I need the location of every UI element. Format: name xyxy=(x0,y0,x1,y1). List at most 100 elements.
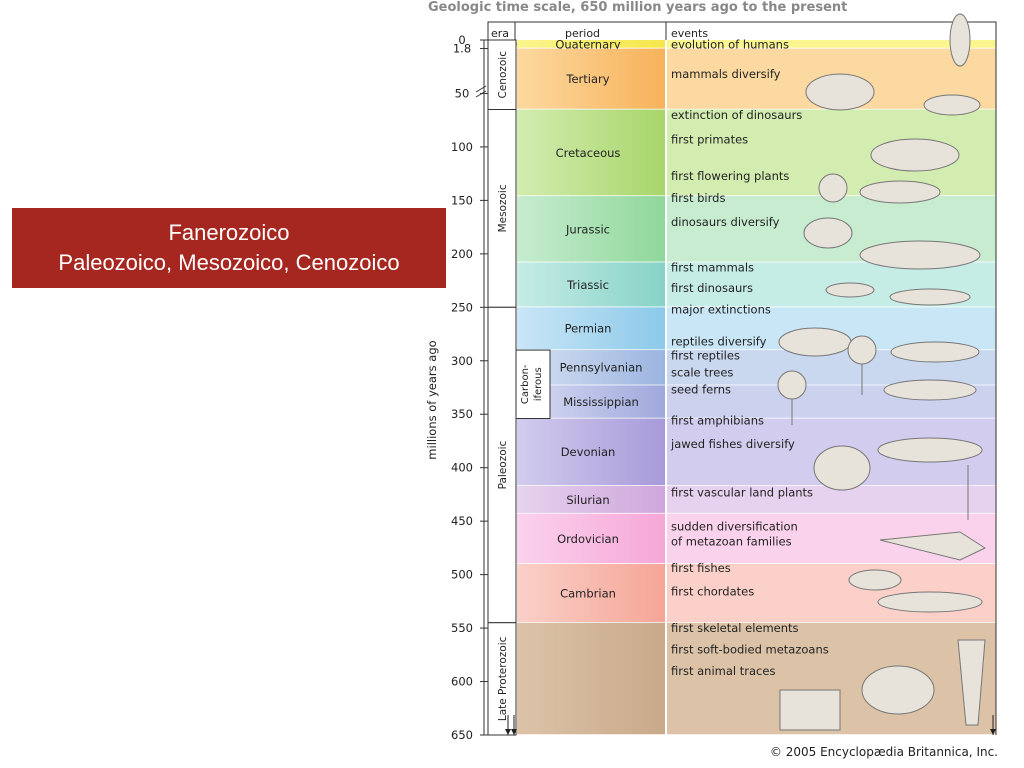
period-label: Tertiary xyxy=(565,72,609,86)
event-label: first animal traces xyxy=(671,664,775,678)
y-tick-label: 450 xyxy=(451,514,473,528)
subgroup-label: iferous xyxy=(533,367,544,401)
period-label: Pennsylvanian xyxy=(560,361,643,375)
dinosaur-illustration-icon xyxy=(889,288,971,306)
era-cell xyxy=(487,109,517,308)
period-label: Silurian xyxy=(566,493,609,507)
period-band xyxy=(517,418,666,486)
period-band xyxy=(517,307,666,351)
mammal-illustration-icon xyxy=(825,282,875,298)
y-tick-label: 300 xyxy=(451,354,473,368)
mammal-illustration-icon xyxy=(805,73,875,111)
event-label: first primates xyxy=(671,132,748,146)
y-tick-label: 100 xyxy=(451,140,473,154)
period-label: Permian xyxy=(565,322,612,336)
y-tick-label: 500 xyxy=(451,568,473,582)
y-tick-label: 400 xyxy=(451,461,473,475)
soft-bodied-fossil-icon xyxy=(861,665,935,715)
event-label: first reptiles xyxy=(671,348,740,362)
bird-illustration-icon xyxy=(803,217,853,249)
era-label: Late Proterozoic xyxy=(497,636,509,721)
period-band xyxy=(517,40,666,49)
event-label: first flowering plants xyxy=(671,169,789,183)
y-axis-label: millions of years ago xyxy=(425,340,439,459)
copyright-notice: © 2005 Encyclopædia Britannica, Inc. xyxy=(770,745,998,759)
skeletal-fossil-icon xyxy=(957,639,986,726)
period-band xyxy=(517,513,666,564)
period-band xyxy=(550,385,666,419)
event-label: first chordates xyxy=(671,585,754,599)
sauropod-illustration-icon xyxy=(859,240,981,270)
header-events: events xyxy=(671,27,708,40)
period-label: Ordovician xyxy=(557,532,619,546)
era-cell xyxy=(487,622,517,736)
event-label: first soft-bodied metazoans xyxy=(671,642,829,656)
era-cell xyxy=(487,306,517,624)
seed-fern-icon xyxy=(777,370,807,400)
arrow-head-icon xyxy=(990,729,996,735)
nautiloid-illustration-icon xyxy=(879,531,987,561)
event-label: of metazoan families xyxy=(671,534,792,548)
era-cell xyxy=(487,39,517,110)
y-tick-label: 650 xyxy=(451,728,473,742)
flowering-plant-icon xyxy=(818,173,848,203)
subgroup-cell xyxy=(515,349,551,420)
period-band xyxy=(517,196,666,263)
event-label: reptiles diversify xyxy=(671,335,767,349)
event-label: dinosaurs diversify xyxy=(671,215,780,229)
reptile-illustration-icon xyxy=(890,341,980,363)
period-label: Cambrian xyxy=(560,586,616,600)
event-label: scale trees xyxy=(671,366,733,380)
period-band xyxy=(517,262,666,308)
event-label: first fishes xyxy=(671,561,731,575)
amphibian-illustration-icon xyxy=(877,437,983,463)
fish-illustration-icon xyxy=(813,445,871,491)
event-label: major extinctions xyxy=(671,302,771,316)
trace-fossil-icon xyxy=(779,689,841,731)
triceratops-illustration-icon xyxy=(870,138,960,172)
period-band xyxy=(550,350,666,386)
era-label: Cenozoic xyxy=(497,51,509,99)
subgroup-label: Carbon- xyxy=(520,364,531,404)
events-band xyxy=(666,40,996,49)
event-label: evolution of humans xyxy=(671,37,789,51)
fish-illustration-icon xyxy=(848,569,902,591)
arrow-head-icon xyxy=(505,729,511,735)
period-label: Jurassic xyxy=(565,222,610,236)
chart-title: Geologic time scale, 650 million years a… xyxy=(428,0,847,15)
y-tick-label: 150 xyxy=(451,193,473,207)
era-label: Mesozoic xyxy=(497,184,509,232)
era-label: Paleozoic xyxy=(497,440,509,489)
mammal-illustration-icon xyxy=(923,94,981,116)
event-label: extinction of dinosaurs xyxy=(671,108,802,122)
y-tick-label: 50 xyxy=(455,86,470,100)
y-tick-label: 1.8 xyxy=(453,42,471,56)
events-band xyxy=(666,485,996,514)
y-tick-label: 550 xyxy=(451,621,473,635)
event-label: first amphibians xyxy=(671,414,764,428)
reptile-illustration-icon xyxy=(883,379,977,401)
slide-title-box: Fanerozoico Paleozoico, Mesozoico, Cenoz… xyxy=(12,208,446,288)
y-tick-label: 350 xyxy=(451,407,473,421)
y-tick-label: 600 xyxy=(451,675,473,689)
event-label: first dinosaurs xyxy=(671,281,753,295)
event-label: first mammals xyxy=(671,261,754,275)
y-tick-label: 0 xyxy=(458,33,465,47)
primate-illustration-icon xyxy=(859,180,941,204)
header-period: period xyxy=(565,27,600,40)
slide-title-line1: Fanerozoico xyxy=(168,220,290,245)
chordate-illustration-icon xyxy=(877,591,983,613)
human-figure-icon xyxy=(949,13,971,67)
period-band xyxy=(517,48,666,110)
event-label: first vascular land plants xyxy=(671,485,813,499)
period-label: Devonian xyxy=(561,445,616,459)
period-label: Triassic xyxy=(566,278,609,292)
axis-break-icon xyxy=(475,85,487,98)
event-label: jawed fishes diversify xyxy=(670,437,795,451)
arrow-head-icon xyxy=(511,729,517,735)
y-tick-label: 200 xyxy=(451,247,473,261)
period-label: Quaternary xyxy=(555,37,621,51)
period-label: Cretaceous xyxy=(556,146,621,160)
period-label: Mississippian xyxy=(563,395,639,409)
